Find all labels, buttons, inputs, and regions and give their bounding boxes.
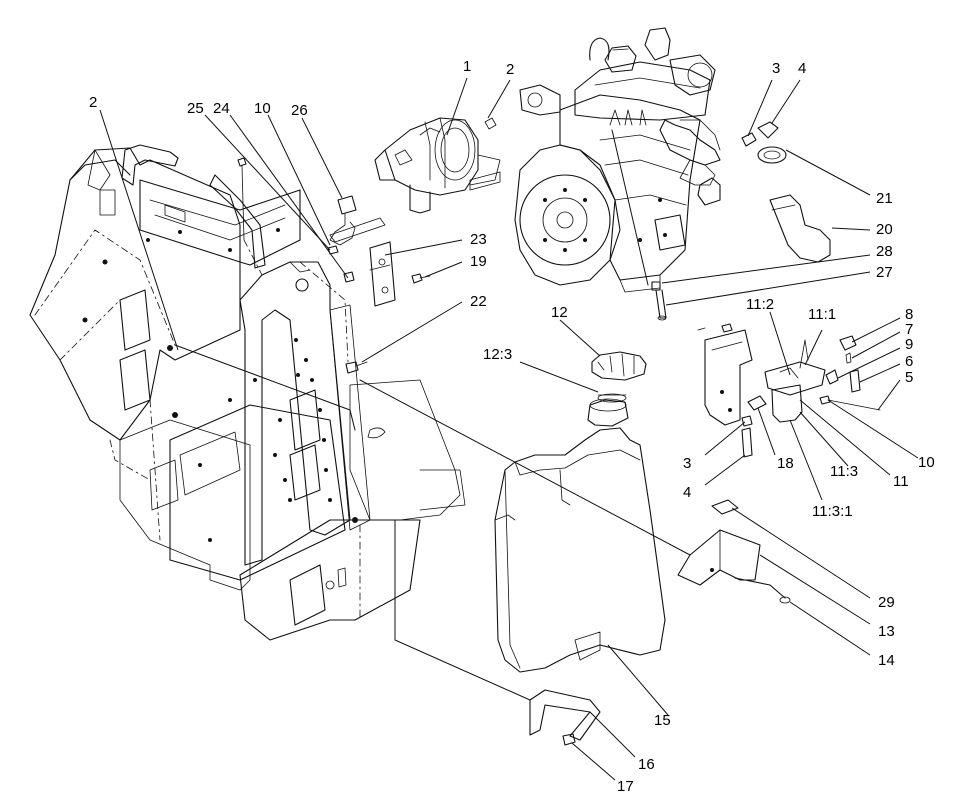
callout-label: 7 xyxy=(905,321,913,338)
callout-label: 12 xyxy=(551,304,568,321)
air-cleaner xyxy=(374,117,501,214)
callout-label: 2 xyxy=(89,94,97,111)
lower-brackets xyxy=(359,379,791,746)
callout-label: 1 xyxy=(463,58,471,75)
callout-label: 19 xyxy=(470,253,487,270)
callout-label: 20 xyxy=(876,221,893,238)
callout-label: 21 xyxy=(876,190,893,207)
callout-label: 3 xyxy=(683,455,691,472)
callout-label: 8 xyxy=(905,306,913,323)
callout-label: 27 xyxy=(876,264,893,281)
callout-leaders xyxy=(99,77,919,781)
callout-label: 6 xyxy=(905,353,913,370)
engine-assembly xyxy=(514,27,721,293)
callout-label: 11 xyxy=(893,473,909,490)
callout-label: 25 xyxy=(187,100,204,117)
fuel-filter-assembly xyxy=(697,323,881,458)
bracket-parts xyxy=(174,157,431,431)
callout-label: 17 xyxy=(617,778,634,795)
callout-label: 4 xyxy=(798,60,806,77)
callout-label: 23 xyxy=(470,231,487,248)
callout-label: 16 xyxy=(638,756,655,773)
callout-label: 18 xyxy=(777,455,794,472)
callout-label: 5 xyxy=(905,369,913,386)
callout-label: 11:3 xyxy=(830,463,858,480)
callout-labels: 1 2 2 3 4 21 20 28 27 25 24 10 26 23 19 … xyxy=(89,58,935,795)
callout-label: 2 xyxy=(506,61,514,78)
frame-assembly xyxy=(29,144,466,641)
callout-label: 10 xyxy=(254,100,271,117)
callout-label: 29 xyxy=(878,594,895,611)
callout-label: 15 xyxy=(654,712,671,729)
callout-label: 9 xyxy=(905,336,913,353)
fuel-cap xyxy=(591,351,647,403)
callout-label: 13 xyxy=(878,623,895,640)
callout-label: 26 xyxy=(291,102,308,119)
callout-label: 3 xyxy=(772,60,780,77)
callout-label: 4 xyxy=(683,484,691,501)
callout-label: 11:3:1 xyxy=(812,503,853,520)
callout-label: 22 xyxy=(470,293,487,310)
fuel-tank xyxy=(494,398,666,673)
callout-label: 28 xyxy=(876,243,893,260)
callout-label: 14 xyxy=(878,652,895,669)
callout-label: 24 xyxy=(213,100,230,117)
callout-label: 11:1 xyxy=(808,306,836,323)
callout-label: 12:3 xyxy=(483,346,512,363)
callout-label: 11:2 xyxy=(746,296,774,313)
engine-bolts xyxy=(611,129,667,321)
intake-hose xyxy=(741,121,831,263)
callout-label: 10 xyxy=(918,454,935,471)
air-cleaner-bracket xyxy=(469,117,501,191)
